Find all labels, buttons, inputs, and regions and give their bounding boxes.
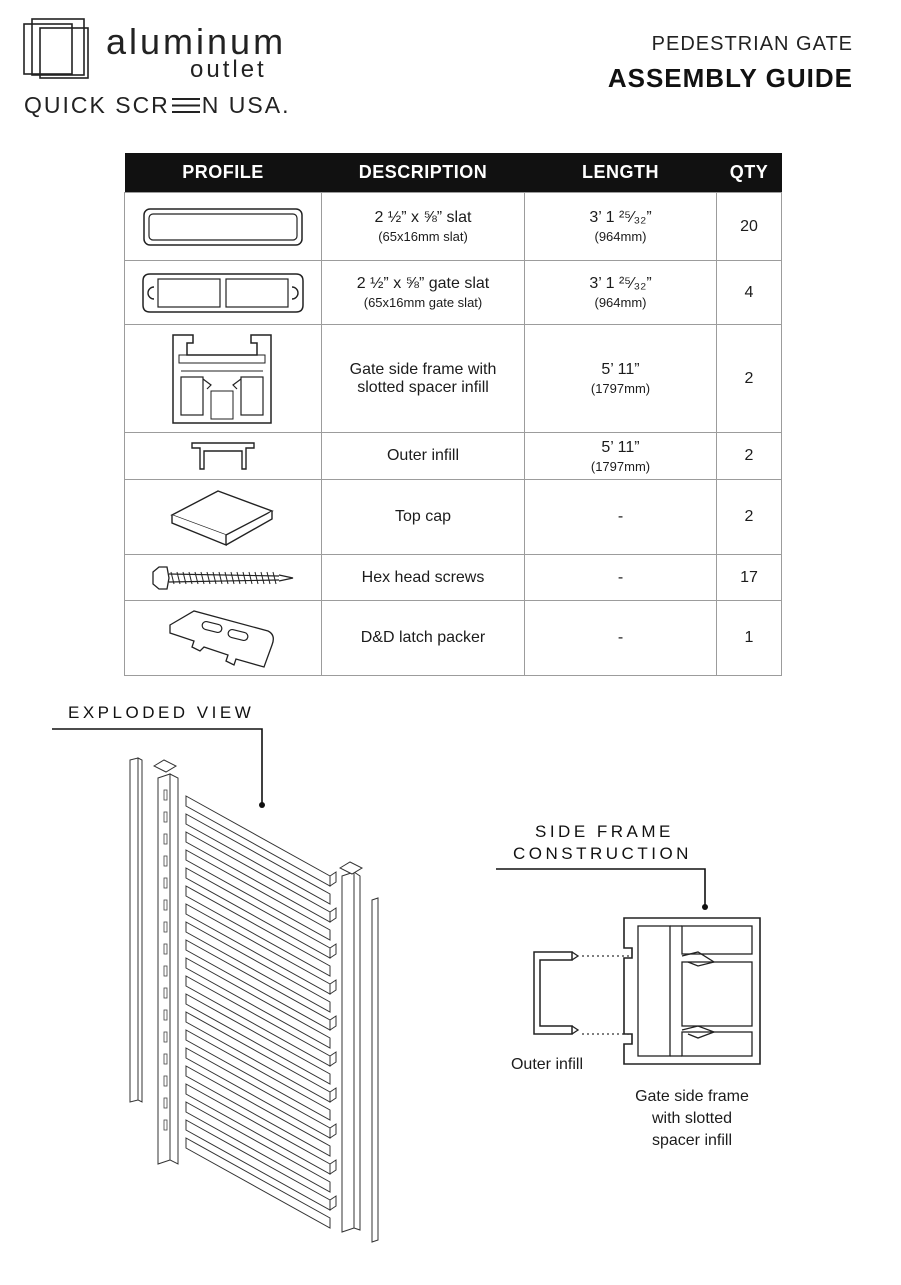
length-cell: 3’ 1 ²⁵⁄₃₂”(964mm) [524,192,717,261]
profile-cell [124,432,322,480]
header-description: DESCRIPTION [321,153,525,193]
qty-cell: 2 [716,479,782,555]
brand-logo: aluminum outlet QUICK SCR N USA. [22,18,322,128]
brand-name-line2: outlet [190,56,267,83]
description-cell: Top cap [321,479,525,555]
header-length: LENGTH [524,153,717,193]
qty-cell: 1 [716,600,782,676]
description-cell: Gate side frame with slotted spacer infi… [321,324,525,433]
table-row: D&D latch packer - 1 [124,600,782,676]
table-row: Hex head screws - 17 [124,554,782,601]
table-row: 2 ½” x ⅝” slat(65x16mm slat) 3’ 1 ²⁵⁄₃₂”… [124,192,782,261]
header-qty: QTY [716,153,782,193]
description-cell: D&D latch packer [321,600,525,676]
outer-infill-caption: Outer infill [510,1056,584,1073]
table-header-row: PROFILE DESCRIPTION LENGTH QTY [124,153,782,193]
profile-cell [124,600,322,676]
outer-infill-profile-icon [191,442,255,470]
top-cap-icon [170,490,274,547]
logo-squares-icon [23,18,89,79]
profile-cell [124,479,322,555]
exploded-leader-line [52,728,265,808]
length-cell: 3’ 1 ²⁵⁄₃₂”(964mm) [524,260,717,325]
parts-table: PROFILE DESCRIPTION LENGTH QTY 2 ½” x ⅝”… [124,153,782,676]
gate-slat-profile-icon [142,272,304,313]
frame-caption-line1: Gate side frame [635,1088,749,1105]
slat-profile-icon [143,207,303,246]
brand-sub-part1: QUICK SCR [24,92,170,118]
length-cell: - [524,479,717,555]
brand-name-line1: aluminum [106,21,287,62]
description-cell: 2 ½” x ⅝” slat(65x16mm slat) [321,192,525,261]
logo-e-icon [171,98,200,113]
qty-cell: 2 [716,432,782,480]
side-frame-cross-section [533,917,761,1065]
length-cell: - [524,600,717,676]
length-cell: - [524,554,717,601]
side-frame-leader-line [496,868,708,910]
qty-cell: 20 [716,192,782,261]
qty-cell: 2 [716,324,782,433]
table-row: Top cap - 2 [124,479,782,555]
description-cell: Outer infill [321,432,525,480]
table-row: Gate side frame with slotted spacer infi… [124,324,782,433]
side-frame-label-line2: CONSTRUCTION [513,844,692,863]
gate-side-frame-profile-icon [172,333,272,424]
profile-cell [124,260,322,325]
length-cell: 5’ 11”(1797mm) [524,324,717,433]
table-row: Outer infill 5’ 11”(1797mm) 2 [124,432,782,480]
frame-caption-line3: spacer infill [651,1132,733,1149]
qty-cell: 4 [716,260,782,325]
qty-cell: 17 [716,554,782,601]
doc-subtitle: ASSEMBLY GUIDE [607,63,853,93]
brand-sub-part2: N USA. [201,92,291,118]
brand-subline: QUICK SCR N USA. [24,94,290,117]
exploded-view-drawing [129,757,379,1243]
table-row: 2 ½” x ⅝” gate slat(65x16mm gate slat) 3… [124,260,782,325]
latch-packer-icon [169,610,274,668]
side-frame-label-line1: SIDE FRAME [535,822,674,841]
doc-title: PEDESTRIAN GATE [651,33,853,55]
length-cell: 5’ 11”(1797mm) [524,432,717,480]
profile-cell [124,192,322,261]
profile-cell [124,554,322,601]
frame-caption-line2: with slotted [651,1110,733,1127]
profile-cell [124,324,322,433]
hex-screw-icon [152,565,294,590]
exploded-view-label: EXPLODED VIEW [68,703,255,722]
description-cell: Hex head screws [321,554,525,601]
description-cell: 2 ½” x ⅝” gate slat(65x16mm gate slat) [321,260,525,325]
header-profile: PROFILE [124,153,322,193]
